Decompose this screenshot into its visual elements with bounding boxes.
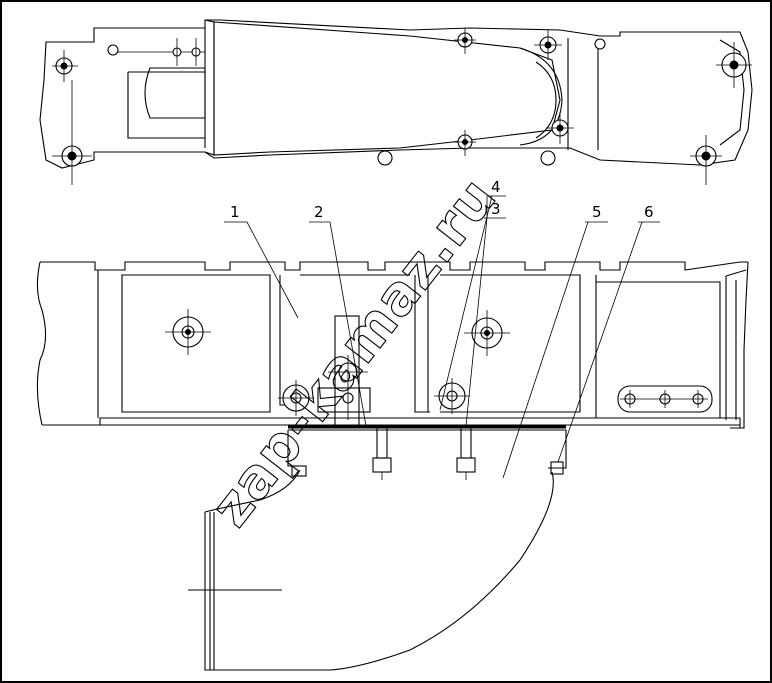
callout-label-3: 3 — [491, 200, 501, 218]
callouts: 1 2 3 4 5 6 — [224, 178, 660, 479]
front-view-bolt-holes — [165, 309, 713, 420]
top-view-manifold — [39, 19, 753, 169]
callout-label-5: 5 — [592, 203, 602, 221]
callout-label-4: 4 — [491, 178, 501, 196]
front-view-manifold — [36, 261, 749, 429]
heat-shield — [188, 425, 567, 671]
callout-label-2: 2 — [314, 203, 324, 221]
studs-and-nuts — [291, 427, 564, 480]
callout-label-6: 6 — [644, 203, 654, 221]
callout-label-1: 1 — [230, 203, 240, 221]
top-view-bolt-holes — [55, 32, 747, 167]
top-view-centerlines — [52, 28, 752, 185]
